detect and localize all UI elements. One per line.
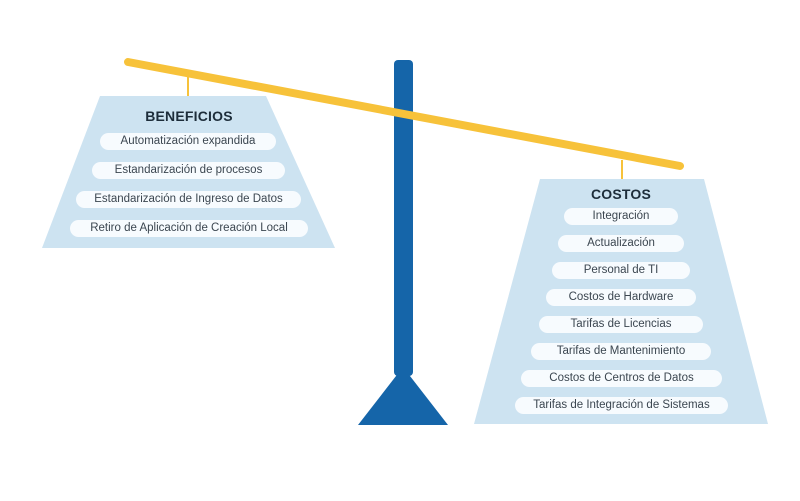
cost-item: Tarifas de Licencias [539, 316, 703, 333]
cost-item: Tarifas de Mantenimiento [531, 343, 711, 360]
benefits-title: BENEFICIOS [145, 108, 233, 124]
cost-item: Personal de TI [552, 262, 690, 279]
cost-item: Tarifas de Integración de Sistemas [515, 397, 728, 414]
benefit-item: Retiro de Aplicación de Creación Local [70, 220, 308, 237]
cost-item: Costos de Centros de Datos [521, 370, 722, 387]
scale-beam [124, 58, 684, 170]
cost-item: Integración [564, 208, 678, 225]
costs-title: COSTOS [590, 186, 652, 202]
scale-base [358, 367, 448, 425]
benefit-item: Estandarización de procesos [92, 162, 285, 179]
scale-post [394, 60, 413, 376]
cost-item: Costos de Hardware [546, 289, 696, 306]
benefit-item: Estandarización de Ingreso de Datos [76, 191, 301, 208]
benefit-item: Automatización expandida [100, 133, 276, 150]
cost-item: Actualización [558, 235, 684, 252]
